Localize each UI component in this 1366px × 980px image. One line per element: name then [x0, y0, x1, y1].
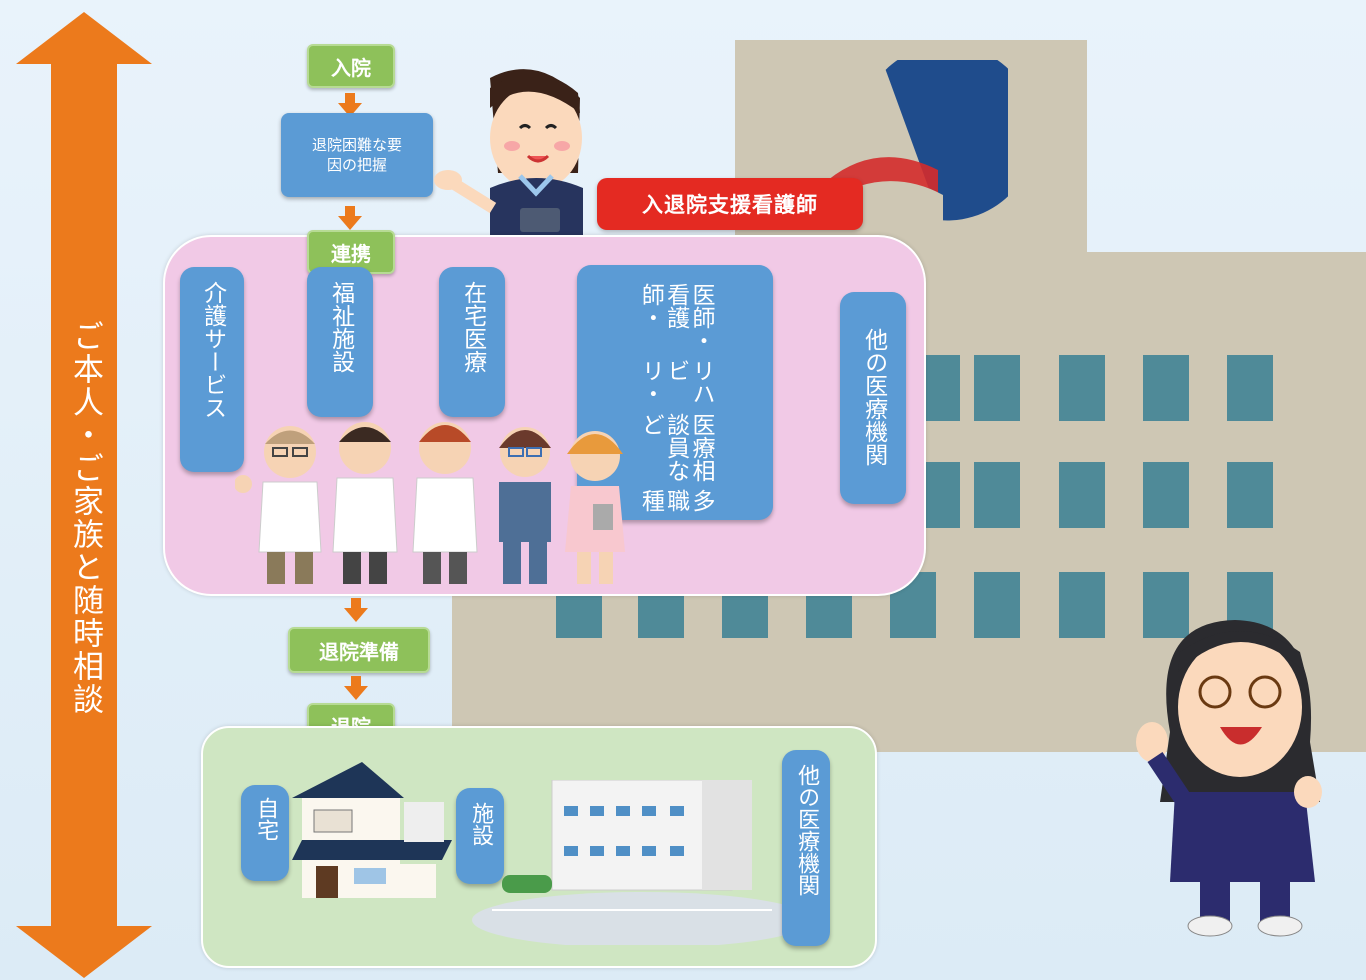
- nurse-badge-label: 入退院支援看護師: [642, 193, 818, 217]
- down-arrow-icon: [344, 598, 368, 622]
- assessment-box: 退院困難な要因の把握: [281, 113, 433, 197]
- cooperation-tag: 連携: [307, 230, 395, 274]
- house-icon: [292, 762, 452, 898]
- home-box: 自宅: [241, 785, 289, 881]
- nurse-character-icon: [434, 69, 583, 238]
- assessment-text: 退院困難な要因の把握: [311, 135, 402, 174]
- admission-tag: 入院: [307, 44, 395, 88]
- facility-building-icon: [472, 780, 792, 945]
- double-arrow-icon: [16, 12, 152, 978]
- welfare-facility-box: 福祉施設: [307, 267, 373, 417]
- down-arrow-icon: [344, 676, 368, 700]
- down-arrow-icon: [338, 206, 362, 230]
- nurse-badge: 入退院支援看護師: [597, 178, 863, 230]
- care-service-box: 介護サービス: [180, 267, 244, 472]
- other-medical-box: 他の医療機関: [840, 292, 906, 504]
- multi-profession-box: 医師・看護師・ リハビリ・ 医療相談員など 多職種: [577, 265, 773, 520]
- waving-nurse-character-icon: [1136, 620, 1322, 937]
- consultation-label: ご本人・ご家族と随時相談: [67, 320, 103, 716]
- other-medical-destination-box: 他の医療機関: [782, 750, 830, 946]
- facility-box: 施設: [456, 788, 504, 884]
- discharge-prep-tag: 退院準備: [288, 627, 430, 673]
- medical-staff-group-icon: [235, 422, 625, 584]
- home-medical-box: 在宅医療: [439, 267, 505, 417]
